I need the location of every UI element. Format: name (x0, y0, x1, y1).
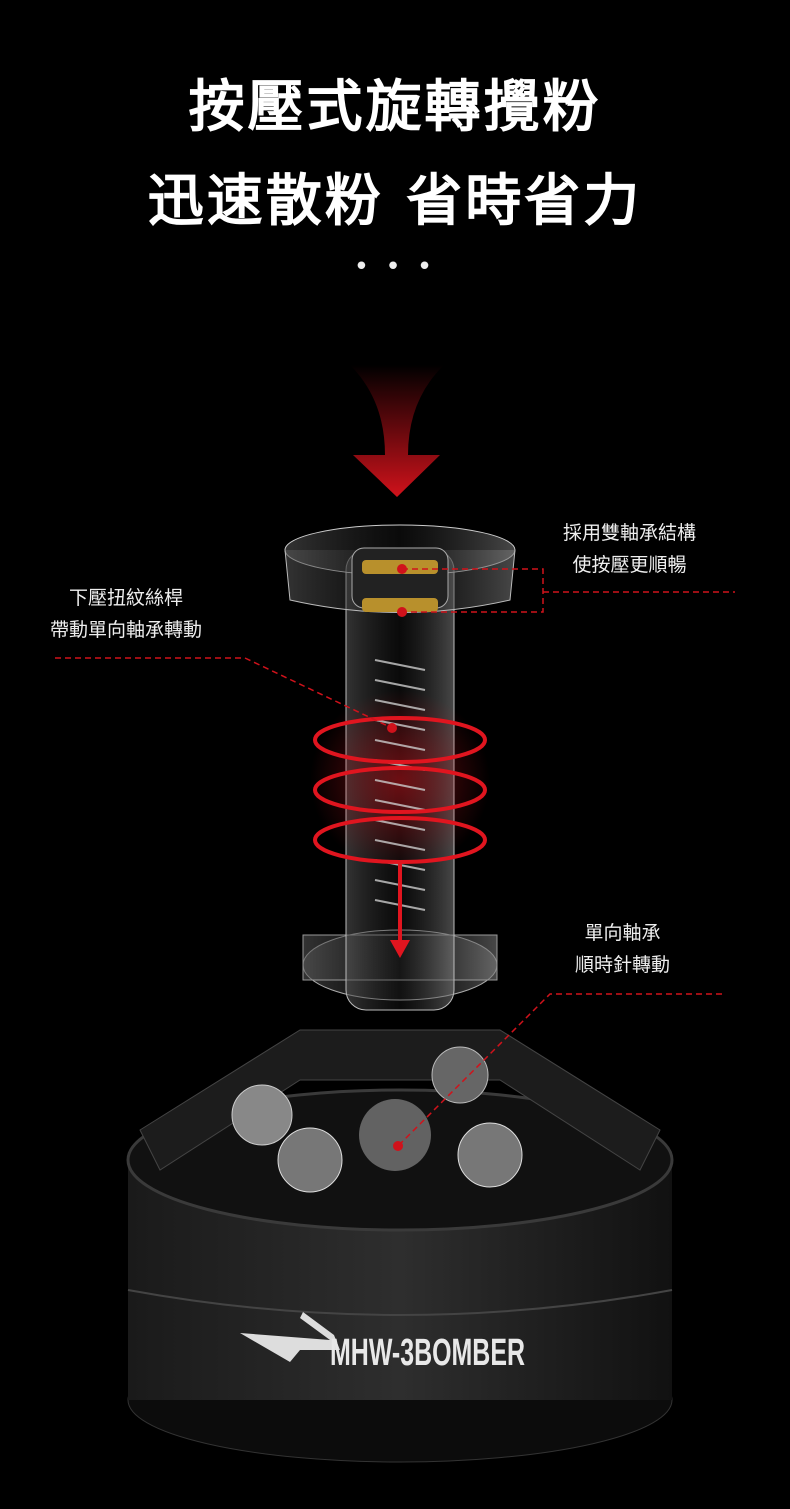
screw-column (302, 549, 498, 1011)
callout-text: 使按壓更順暢 (572, 554, 687, 576)
callout-text: 下壓扭紋絲桿 (69, 587, 184, 609)
callout-text: 順時針轉動 (575, 954, 671, 976)
grinder-base (126, 1029, 674, 1463)
headline-line-1: 按壓式旋轉攪粉 (188, 75, 602, 140)
brand-logo: MHW-3BOMBER (240, 1312, 525, 1374)
press-knob (284, 524, 516, 613)
callout-lines (55, 568, 735, 1147)
callout-text: 單向軸承 (584, 922, 661, 944)
ellipsis-divider: • • • (353, 252, 437, 282)
callout-bearing-structure: 採用雙軸承結構 使按壓更順暢 (563, 517, 696, 581)
press-arrow-icon (350, 365, 444, 497)
svg-text:MHW-3BOMBER: MHW-3BOMBER (330, 1332, 525, 1374)
callout-one-way-bearing: 單向軸承 順時針轉動 (575, 917, 670, 981)
callout-screw-rod: 下壓扭紋絲桿 帶動單向軸承轉動 (50, 582, 202, 646)
callout-dots (387, 564, 407, 1151)
callout-text: 採用雙軸承結構 (563, 522, 697, 544)
callout-text: 帶動單向軸承轉動 (50, 619, 203, 641)
headline-line-2: 迅速散粉 省時省力 (147, 169, 643, 234)
